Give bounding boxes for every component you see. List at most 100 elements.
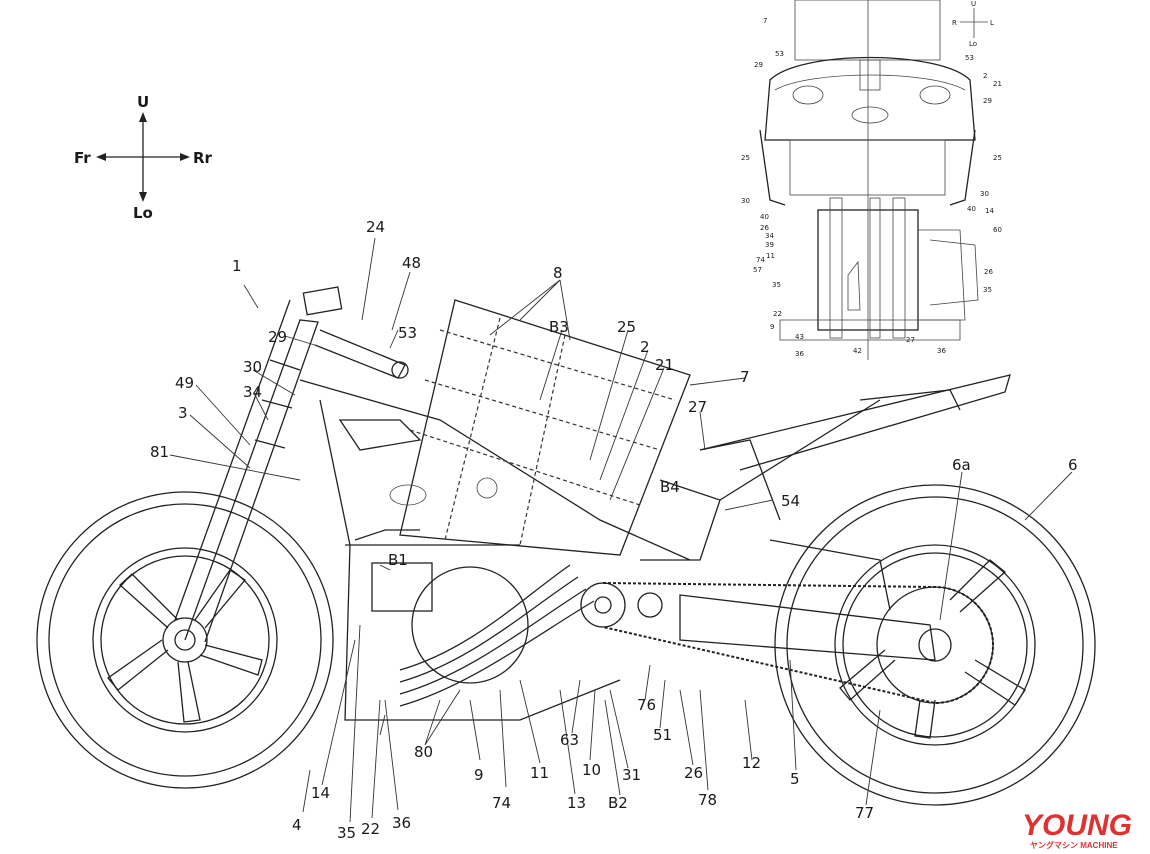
callout-31: 31 <box>622 766 641 784</box>
front-callout-29-right: 29 <box>983 97 992 105</box>
front-callout-27: 27 <box>906 336 915 344</box>
front-callout-26-left: 26 <box>760 224 769 232</box>
front-callout-34: 34 <box>765 232 774 240</box>
callout-49: 49 <box>175 374 194 392</box>
front-callout-25-left: 25 <box>741 154 750 162</box>
callout-80: 80 <box>414 743 433 761</box>
callout-B4: B4 <box>660 478 680 496</box>
callout-5: 5 <box>790 770 800 788</box>
callout-54: 54 <box>781 492 800 510</box>
front-wheel <box>36 491 334 789</box>
callout-22: 22 <box>361 820 380 838</box>
callout-25: 25 <box>617 318 636 336</box>
front-callout-74: 74 <box>756 256 765 264</box>
front-callout-57: 57 <box>753 266 762 274</box>
front-callout-39: 39 <box>765 241 774 249</box>
callout-10: 10 <box>582 761 601 779</box>
callout-26: 26 <box>684 764 703 782</box>
callout-53: 53 <box>398 324 417 342</box>
callout-7: 7 <box>740 368 750 386</box>
callout-74: 74 <box>492 794 511 812</box>
front-callout-30-left: 30 <box>741 197 750 205</box>
callout-51: 51 <box>653 726 672 744</box>
side-view-motorcycle <box>36 286 1096 806</box>
front-callout-36-right: 36 <box>937 347 946 355</box>
callout-6: 6 <box>1068 456 1078 474</box>
front-callout-22: 22 <box>773 310 782 318</box>
front-callout-7: 7 <box>763 17 767 25</box>
front-callout-40-left: 40 <box>760 213 769 221</box>
dir-front-label: Fr <box>74 149 91 167</box>
rear-subframe <box>640 374 1011 561</box>
callout-35: 35 <box>337 824 356 842</box>
callout-1: 1 <box>232 257 242 275</box>
front-callout-42: 42 <box>853 347 862 355</box>
front-callout-26-right: 26 <box>984 268 993 276</box>
callout-63: 63 <box>560 731 579 749</box>
front-callout-2: 2 <box>983 72 987 80</box>
young-machine-logo: YOUNG ヤングマシン MACHINE <box>1022 809 1132 850</box>
side-view-leaders <box>169 237 1073 823</box>
front-direction-indicator: U Lo R L <box>952 0 994 48</box>
callout-2: 2 <box>640 338 650 356</box>
front-callout-35-right: 35 <box>983 286 992 294</box>
front-callout-14: 14 <box>985 207 994 215</box>
callout-76: 76 <box>637 696 656 714</box>
front-callout-9: 9 <box>770 323 774 331</box>
front-callout-53-left: 53 <box>775 50 784 58</box>
callout-29: 29 <box>268 328 287 346</box>
callout-34: 34 <box>243 383 262 401</box>
dir-up-label: U <box>137 93 149 111</box>
dir-down-label: Lo <box>133 204 153 222</box>
callout-B3: B3 <box>549 318 569 336</box>
front-dir-right: L <box>990 19 994 27</box>
callout-78: 78 <box>698 791 717 809</box>
callout-9: 9 <box>474 766 484 784</box>
callout-24: 24 <box>366 218 385 236</box>
rear-wheel <box>774 484 1096 806</box>
battery-box <box>389 299 691 556</box>
callout-4: 4 <box>292 816 302 834</box>
front-dir-left: R <box>952 19 957 27</box>
callout-27: 27 <box>688 398 707 416</box>
logo-main-text: YOUNG <box>1022 809 1132 842</box>
callout-B1: B1 <box>388 551 408 569</box>
front-callout-29-left: 29 <box>754 61 763 69</box>
front-callout-30-right: 30 <box>980 190 989 198</box>
swing-arm <box>679 539 936 661</box>
front-callout-53-right: 53 <box>965 54 974 62</box>
callout-48: 48 <box>402 254 421 272</box>
callout-6a: 6a <box>952 456 971 474</box>
callout-3: 3 <box>178 404 188 422</box>
front-callout-11: 11 <box>766 252 775 260</box>
front-callout-21: 21 <box>993 80 1002 88</box>
side-view-labels: 1 24 48 29 53 30 49 34 3 81 8 B3 25 2 21… <box>150 218 1078 842</box>
front-callout-43: 43 <box>795 333 804 341</box>
dir-rear-label: Rr <box>193 149 213 167</box>
front-dir-up: U <box>971 0 976 8</box>
front-callout-35-left: 35 <box>772 281 781 289</box>
front-dir-down: Lo <box>969 40 977 48</box>
front-view-motorcycle: U Lo R L <box>759 0 994 360</box>
callout-8-top: 8 <box>553 264 563 282</box>
callout-14: 14 <box>311 784 330 802</box>
drive-chain <box>602 582 994 705</box>
front-callout-36-left: 36 <box>795 350 804 358</box>
front-fork <box>174 286 409 643</box>
callout-36: 36 <box>392 814 411 832</box>
callout-12: 12 <box>742 754 761 772</box>
main-frame <box>299 379 691 721</box>
callout-21: 21 <box>655 356 674 374</box>
front-view-labels: 7 53 53 29 2 21 29 25 25 30 30 40 40 14 … <box>741 17 1002 358</box>
direction-indicator: U Lo Fr Rr <box>74 93 213 222</box>
callout-11: 11 <box>530 764 549 782</box>
callout-30: 30 <box>243 358 262 376</box>
callout-77: 77 <box>855 804 874 822</box>
front-callout-40-right: 40 <box>967 205 976 213</box>
callout-81: 81 <box>150 443 169 461</box>
callout-13: 13 <box>567 794 586 812</box>
callout-B2: B2 <box>608 794 628 812</box>
front-callout-60: 60 <box>993 226 1002 234</box>
logo-sub-text: ヤングマシン MACHINE <box>1030 840 1118 850</box>
